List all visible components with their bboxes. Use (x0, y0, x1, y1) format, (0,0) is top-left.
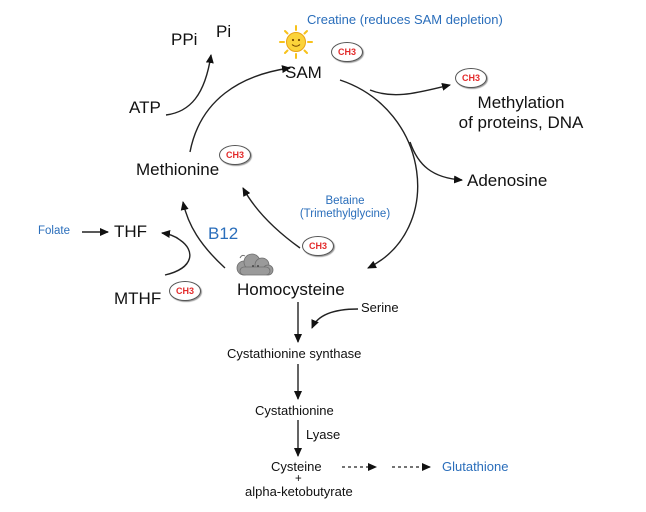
pi-label: Pi (216, 22, 232, 41)
mthf-to-thf-arrow (161, 230, 191, 276)
serine-label: Serine (361, 300, 399, 315)
ppi-label: PPi (171, 30, 198, 49)
betaine-line1: Betaine (325, 195, 365, 207)
thf-label: THF (114, 222, 148, 241)
methylation-line1: Methylation (477, 93, 565, 112)
homocysteine-to-methionine-b12-arrow (180, 201, 226, 269)
homocysteine-to-methionine-betaine-arrow (242, 187, 301, 249)
lyase-label: Lyase (306, 427, 341, 442)
plus-label: + (295, 473, 302, 485)
methionine-label: Methionine (136, 160, 220, 179)
b12-label: B12 (208, 224, 239, 243)
mthf-label: MTHF (114, 289, 162, 308)
glutathione-label: Glutathione (442, 459, 509, 474)
sam-to-homocysteine-arrow (339, 79, 419, 269)
adenosine-label: Adenosine (467, 171, 548, 190)
cystathionine-synthase-label: Cystathionine synthase (227, 346, 362, 361)
ch3-badge-methionine: CH3 (219, 145, 251, 165)
methionine-to-sam-arrow (189, 65, 291, 153)
atp-to-pi-arrow (165, 54, 214, 116)
betaine-line2: (Trimethylglycine) (299, 208, 391, 221)
cystathionine-label: Cystathionine (255, 403, 334, 418)
atp-label: ATP (129, 98, 161, 117)
alpha-ketobutyrate-label: alpha-ketobutyrate (245, 484, 353, 499)
betaine-label: Betaine (Trimethylglycine) (290, 195, 400, 221)
homocysteine-label: Homocysteine (237, 280, 345, 299)
creatine-label: Creatine (reduces SAM depletion) (307, 12, 503, 27)
ch3-badge-betaine: CH3 (302, 236, 334, 256)
sam-to-adenosine-arrow (409, 141, 463, 184)
methylation-line2: of proteins, DNA (458, 112, 584, 132)
ch3-badge-methylation: CH3 (455, 68, 487, 88)
methylation-label: Methylation of proteins, DNA (446, 93, 596, 132)
sam-label: SAM (285, 63, 322, 82)
ch3-badge-mthf: CH3 (169, 281, 201, 301)
ch3-badge-sam: CH3 (331, 42, 363, 62)
cysteine-label: Cysteine (271, 459, 322, 474)
cloud-icon (236, 253, 274, 276)
sun-icon (279, 25, 313, 59)
sam-to-methylation-arrow (369, 82, 451, 96)
folate-label: Folate (38, 225, 70, 237)
serine-arrow (311, 308, 359, 329)
